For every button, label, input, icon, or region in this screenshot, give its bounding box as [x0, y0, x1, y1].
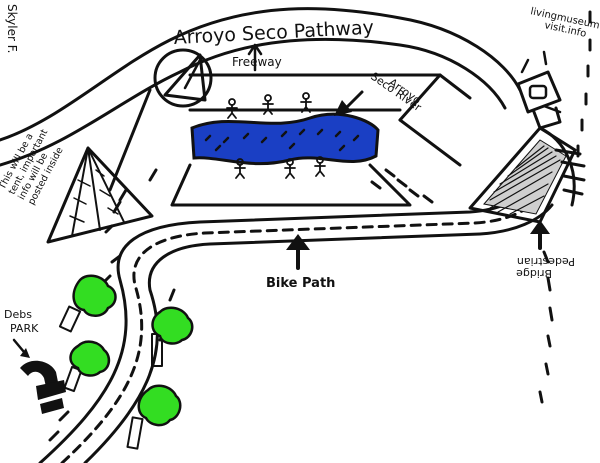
artist-signature: Skyler F.: [5, 4, 19, 54]
tree-icon-2: [151, 306, 194, 367]
circle-triangle-icon: [153, 48, 213, 108]
robot-guide-icon: [516, 50, 562, 130]
arroyo-seco-pathway: [0, 7, 522, 167]
bike-path-arrow-icon: [286, 234, 310, 270]
grass-hatching: [48, 10, 592, 442]
tree-icon-1: [58, 274, 117, 333]
park-arrow-icon: [12, 338, 30, 358]
tree-icon-3: [63, 340, 111, 393]
bike-path: [38, 183, 554, 463]
bike-path-label: Bike Path: [266, 276, 335, 291]
park-label-line2: PARK: [10, 322, 39, 335]
arroyo-seco-river: [190, 112, 380, 166]
tree-icon-4: [126, 384, 182, 450]
tent-icon: [46, 146, 154, 244]
freeway-label: Freeway: [232, 55, 282, 69]
people-icons: [226, 92, 326, 179]
bench-icon: [20, 360, 66, 414]
river-bank: [170, 163, 412, 207]
river-arrow-icon: [334, 90, 364, 116]
park-label-line1: Debs: [4, 308, 32, 321]
freeway: [108, 43, 472, 192]
pedestrian-bridge: [468, 126, 586, 250]
bridge-label-line2: Bridge: [516, 267, 552, 280]
bridge-label-line1: Pedestrian: [517, 255, 575, 268]
